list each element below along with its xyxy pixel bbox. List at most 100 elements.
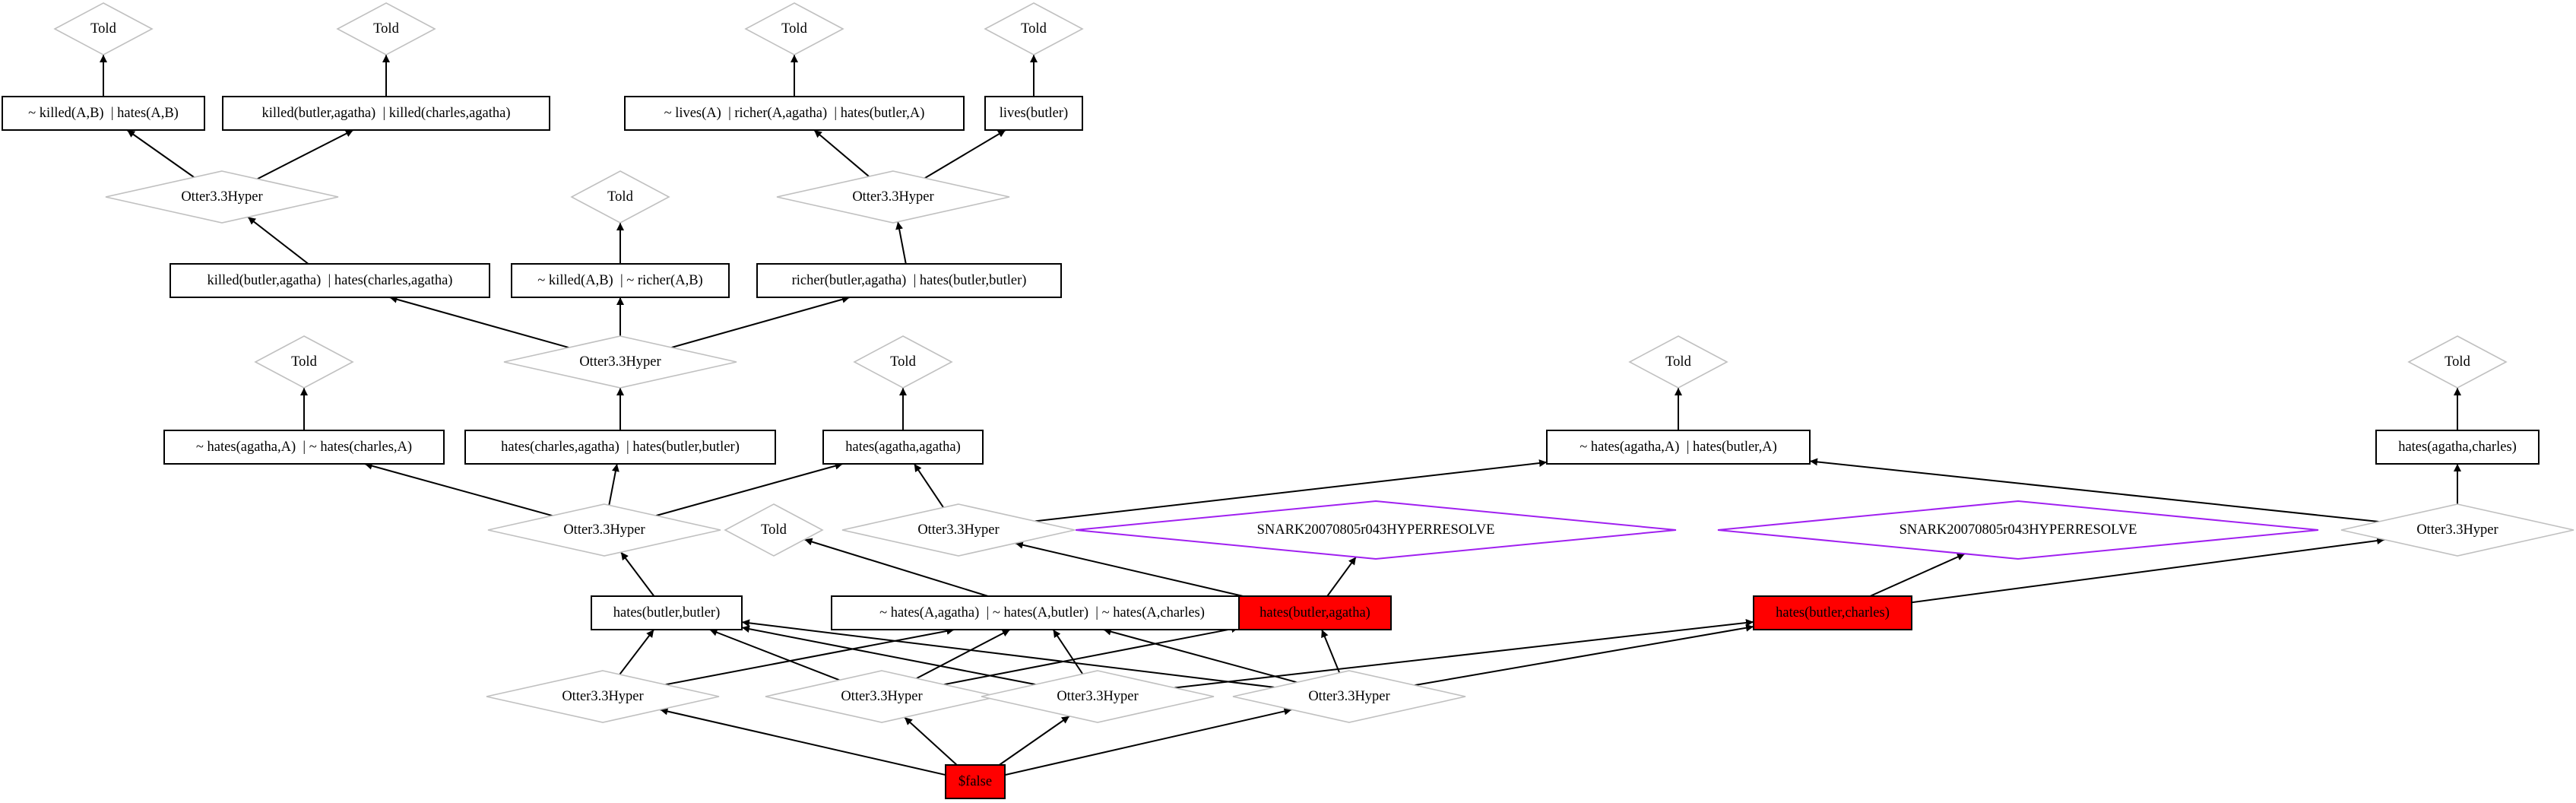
inference-node-otj: Otter3.3Hyper (1232, 670, 1466, 723)
clause-node-false: $false (945, 764, 1006, 799)
edge-c15-to-sn1 (1326, 556, 1357, 597)
edge-otJ-to-c13 (741, 619, 1275, 688)
clause-node-c8: ~ hates(agatha,A) | ~ hates(charles,A) (163, 430, 445, 465)
edge-otE-to-c11 (1035, 459, 1548, 522)
clause-node-c11: ~ hates(agatha,A) | hates(butler,A) (1546, 430, 1811, 465)
clause-box (2, 96, 205, 131)
node-label: ~ hates(agatha,A) | ~ hates(charles,A) (196, 440, 412, 455)
clause-node-c2: killed(butler,agatha) | killed(charles,a… (222, 96, 550, 131)
clause-node-c4: lives(butler) (984, 96, 1083, 131)
edge-otG-to-c14 (665, 627, 955, 686)
inference-node-told8: Told (1628, 335, 1728, 389)
highlighted-clause-box (1238, 595, 1392, 630)
edge-c16-to-sn2 (1869, 553, 1966, 597)
edge-otA-to-c2 (257, 129, 354, 180)
inference-node-ote: Otter3.3Hyper (841, 503, 1076, 557)
node-label: ~ lives(A) | richer(A,agatha) | hates(bu… (664, 106, 925, 121)
node-label: Otter3.3Hyper (1057, 689, 1138, 704)
inference-node-sn1: SNARK20070805r043HYPERRESOLVE (1075, 500, 1677, 560)
node-label: Told (291, 354, 317, 370)
edge-otJ-to-c15 (1321, 629, 1341, 674)
clause-node-c12: hates(agatha,charles) (2375, 430, 2540, 465)
clause-box (222, 96, 550, 131)
clause-node-c1: ~ killed(A,B) | hates(A,B) (2, 96, 205, 131)
otter-diamond-shape (776, 170, 1010, 224)
inference-node-otd: Otter3.3Hyper (487, 503, 721, 557)
node-label: richer(butler,agatha) | hates(butler,but… (792, 273, 1027, 288)
node-label: ~ hates(A,agatha) | ~ hates(A,butler) | … (879, 605, 1205, 620)
inference-node-told5: Told (570, 170, 670, 224)
snark-diamond-shape (1717, 500, 2319, 560)
edge-otA-to-c1 (126, 129, 195, 178)
otter-diamond-shape (981, 670, 1215, 723)
edge-c5-to-otA (247, 216, 309, 265)
otter-diamond-shape (841, 503, 1076, 557)
node-label: hates(charles,agatha) | hates(butler,but… (501, 440, 740, 455)
highlighted-clause-box (945, 764, 1006, 799)
otter-diamond-shape (503, 335, 737, 389)
edge-otG-to-c13 (619, 629, 654, 675)
clause-node-c6: ~ killed(A,B) | ~ richer(A,B) (511, 263, 730, 298)
edge-otH-to-c13 (709, 628, 840, 681)
clause-box (464, 430, 776, 465)
otter-diamond-shape (105, 170, 339, 224)
node-label: $false (958, 774, 992, 789)
otter-diamond-shape (2340, 503, 2574, 557)
clause-box (163, 430, 445, 465)
node-label: Otter3.3Hyper (562, 689, 643, 704)
inference-node-told6: Told (254, 335, 354, 389)
edge-otH-to-c15 (943, 625, 1240, 686)
edge-otH-to-c14 (916, 629, 1011, 680)
otter-diamond-shape (765, 670, 999, 723)
edge-false-to-otJ (1004, 707, 1292, 776)
clause-box (170, 263, 490, 298)
node-label: ~ killed(A,B) | hates(A,B) (28, 106, 179, 121)
node-label: Otter3.3Hyper (841, 689, 922, 704)
node-label: hates(agatha,charles) (2398, 440, 2517, 455)
node-label: SNARK20070805r043HYPERRESOLVE (1900, 522, 2137, 538)
inference-node-otc: Otter3.3Hyper (503, 335, 737, 389)
inference-node-told3: Told (744, 2, 844, 56)
node-label: ~ killed(A,B) | ~ richer(A,B) (537, 273, 702, 288)
told-diamond-shape (570, 170, 670, 224)
told-diamond-shape (1628, 335, 1728, 389)
told-diamond-shape (853, 335, 953, 389)
node-label: Told (373, 21, 399, 36)
clause-box (822, 430, 984, 465)
node-label: Told (1665, 354, 1691, 370)
clause-node-c7: richer(butler,agatha) | hates(butler,but… (756, 263, 1062, 298)
clause-box (624, 96, 965, 131)
node-label: ~ hates(agatha,A) | hates(butler,A) (1580, 440, 1777, 455)
clause-box (591, 595, 743, 630)
node-label: Told (2445, 354, 2470, 370)
inference-node-told7: Told (853, 335, 953, 389)
edge-c16-to-otF (1911, 537, 2385, 604)
edge-otB-to-c4 (924, 129, 1006, 179)
inference-node-otf: Otter3.3Hyper (2340, 503, 2574, 557)
clause-box (2375, 430, 2540, 465)
inference-node-told9: Told (2407, 335, 2508, 389)
edge-false-to-otG (660, 707, 946, 776)
clause-node-c14: ~ hates(A,agatha) | ~ hates(A,butler) | … (831, 595, 1253, 630)
edge-layer (100, 55, 2461, 776)
edge-otF-to-c11 (1809, 458, 2379, 522)
node-label: Told (607, 189, 633, 205)
edge-false-to-otI (999, 715, 1070, 766)
edge-c14-to-told10 (804, 538, 989, 597)
clause-box (984, 96, 1083, 131)
told-diamond-shape (2407, 335, 2508, 389)
node-label: Told (761, 522, 787, 538)
node-label: Otter3.3Hyper (1308, 689, 1389, 704)
clause-node-c15: hates(butler,agatha) (1238, 595, 1392, 630)
inference-node-ota: Otter3.3Hyper (105, 170, 339, 224)
edge-c13-to-otD (620, 551, 655, 597)
node-label: hates(butler,charles) (1776, 605, 1890, 620)
edge-false-to-otH (904, 716, 958, 766)
edge-c15-to-otE (1015, 541, 1244, 597)
clause-box (1546, 430, 1811, 465)
inference-node-oti: Otter3.3Hyper (981, 670, 1215, 723)
clause-box (756, 263, 1062, 298)
inference-node-otg: Otter3.3Hyper (486, 670, 720, 723)
inference-node-told2: Told (336, 2, 436, 56)
